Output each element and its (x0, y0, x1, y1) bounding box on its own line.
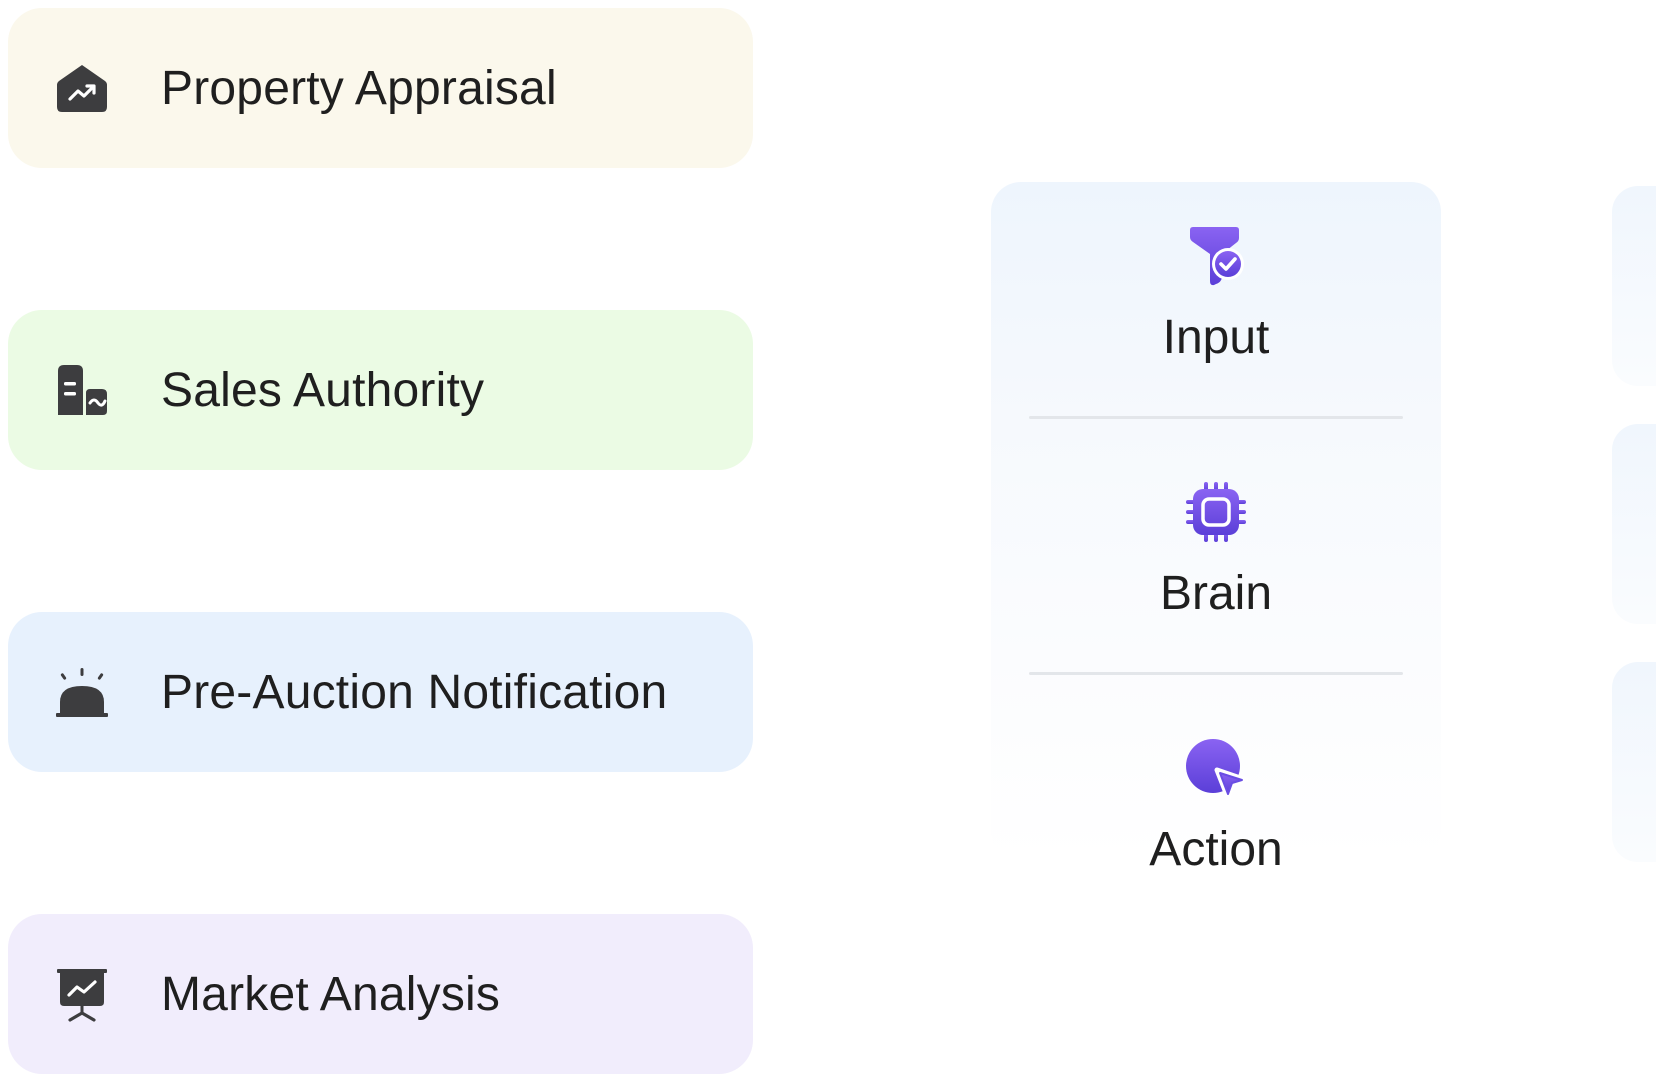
step-divider (1029, 416, 1403, 419)
house-chart-icon (54, 60, 110, 116)
category-card-pre-auction-notification[interactable]: Pre-Auction Notification (8, 612, 753, 772)
partial-card (1612, 186, 1656, 386)
category-card-property-appraisal[interactable]: Property Appraisal (8, 8, 753, 168)
category-label: Pre-Auction Notification (161, 665, 668, 719)
workflow-panel: Input (991, 182, 1441, 876)
category-card-sales-authority[interactable]: Sales Authority (8, 310, 753, 470)
category-label: Market Analysis (161, 967, 501, 1021)
category-label: Property Appraisal (161, 61, 557, 115)
presentation-chart-icon (54, 966, 110, 1022)
funnel-check-icon (1184, 224, 1248, 288)
step-label: Input (1162, 311, 1270, 364)
alarm-siren-icon (54, 664, 110, 720)
partial-card (1612, 662, 1656, 862)
step-label: Brain (1159, 567, 1273, 620)
category-label: Sales Authority (161, 363, 485, 417)
step-label: Action (1149, 823, 1283, 876)
cpu-chip-icon (1184, 480, 1248, 544)
category-card-market-analysis[interactable]: Market Analysis (8, 914, 753, 1074)
partial-card (1612, 424, 1656, 624)
documents-building-icon (54, 362, 110, 418)
cursor-click-icon (1184, 736, 1249, 801)
step-divider (1029, 672, 1403, 675)
